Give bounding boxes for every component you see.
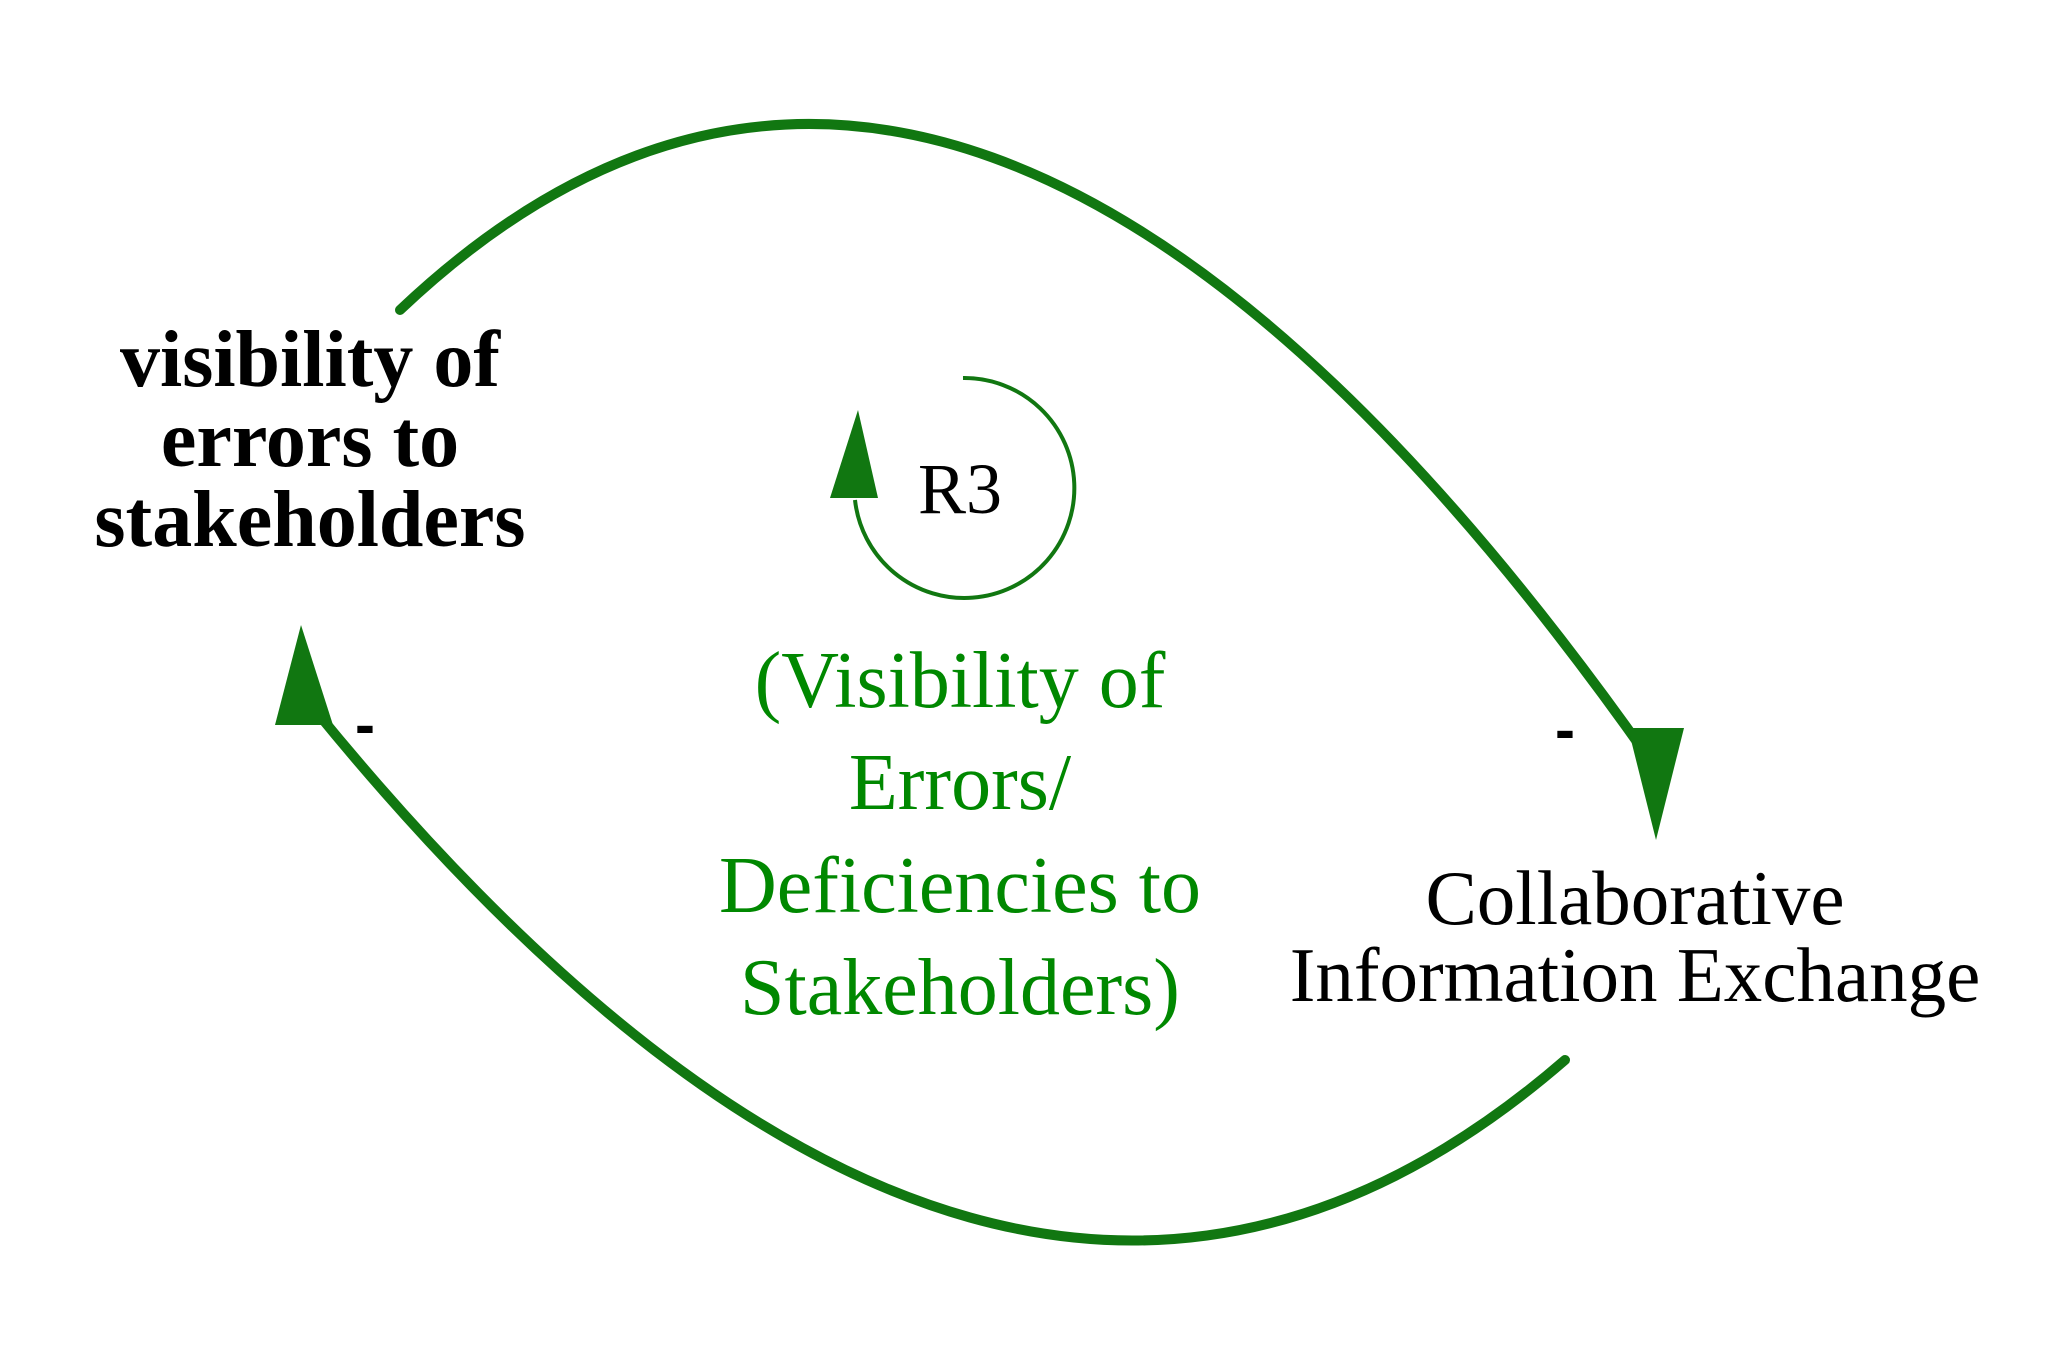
polarity-sign-left: -	[355, 691, 375, 758]
loop-indicator-arc	[853, 375, 1077, 600]
arrow-collaborative-to-visibility	[310, 705, 1570, 1246]
polarity-sign-right: -	[1555, 696, 1575, 763]
arrow-visibility-to-collaborative	[395, 119, 1655, 765]
node-collaborative-information-exchange: Collaborative Information Exchange	[1235, 860, 2035, 1014]
node-visibility-of-errors: visibility of errors to stakeholders	[40, 320, 580, 560]
loop-name-line-4: Stakeholders)	[740, 944, 1180, 1033]
node-visibility-line-2: errors to	[160, 396, 460, 484]
loop-name-line-1: (Visibility of	[754, 637, 1166, 725]
node-collab-line-1: Collaborative	[1425, 855, 1845, 941]
loop-name-line-2: Errors/	[848, 739, 1072, 828]
loop-id-label: R3	[917, 449, 1003, 529]
arrowhead-visibility-icon	[275, 625, 333, 725]
arrowhead-collaborative-icon	[1628, 728, 1684, 840]
node-collab-line-2: Information Exchange	[1289, 932, 1981, 1018]
node-visibility-line-3: stakeholders	[94, 476, 526, 564]
loop-indicator-arrowhead-icon	[830, 410, 878, 498]
loop-name-line-3: Deficiencies to	[719, 841, 1201, 930]
loop-name-label: (Visibility of Errors/ Deficiencies to S…	[640, 630, 1280, 1040]
node-visibility-line-1: visibility of	[119, 316, 501, 404]
